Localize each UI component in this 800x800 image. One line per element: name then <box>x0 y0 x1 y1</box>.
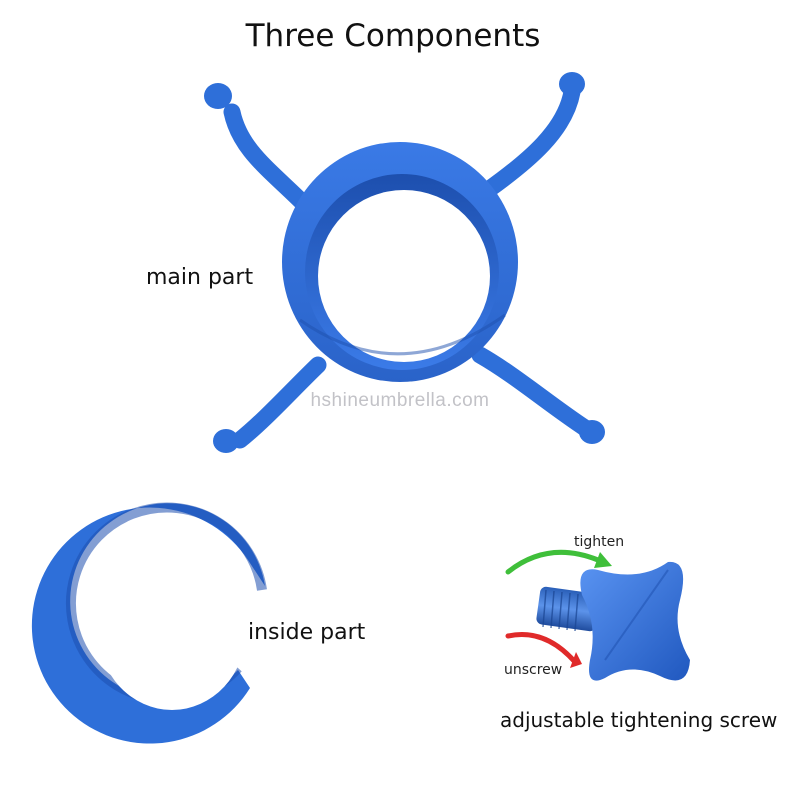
screw-image <box>505 549 690 681</box>
watermark: hshineumbrella.com <box>310 390 490 411</box>
main-part-image <box>204 72 605 453</box>
knob-top-right <box>559 72 585 96</box>
unscrew-label: unscrew <box>504 662 563 678</box>
screw-label: adjustable tightening screw <box>500 708 778 732</box>
knob-bottom-right <box>579 420 605 444</box>
main-part-arm-top-right <box>479 83 581 199</box>
knob-bottom-left <box>213 429 239 453</box>
main-part-arm-bottom-right <box>471 346 594 437</box>
inside-part-label: inside part <box>248 620 366 645</box>
main-part-arm-top-left <box>223 103 314 214</box>
knob-top-left <box>204 83 232 109</box>
main-part-label: main part <box>146 265 254 290</box>
page-title: Three Components <box>245 18 541 54</box>
main-part-arm-bottom-left <box>231 356 327 449</box>
inside-part-image <box>31 502 267 744</box>
tighten-label: tighten <box>574 534 625 550</box>
